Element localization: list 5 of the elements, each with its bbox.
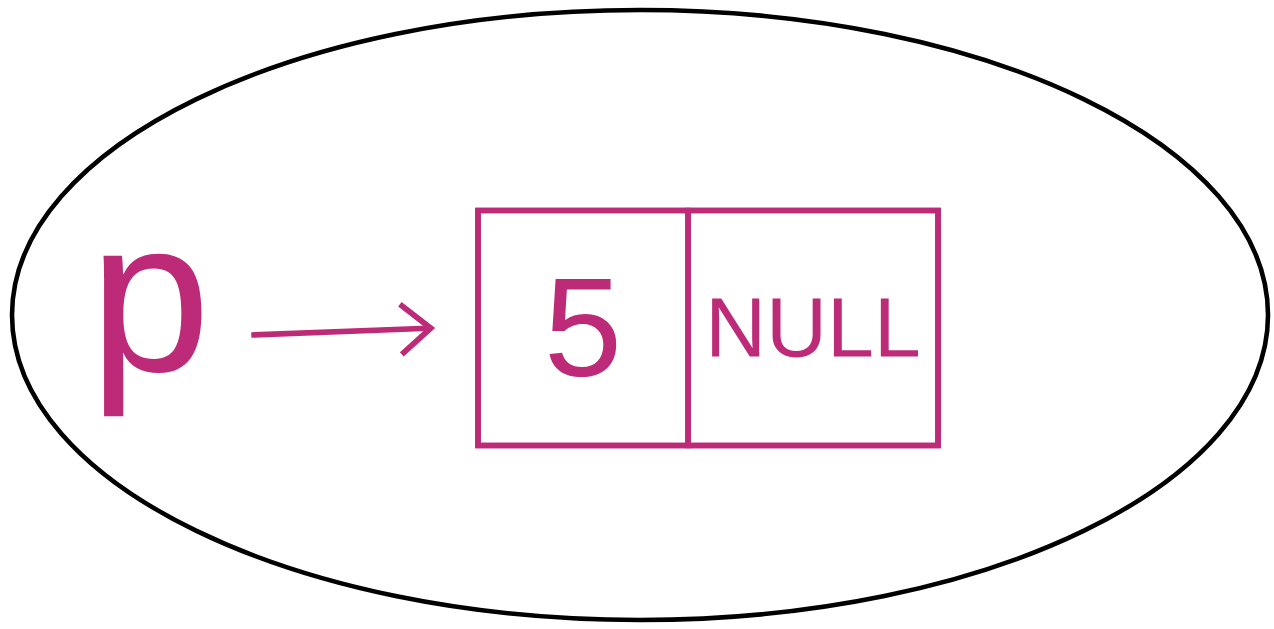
data-cell: 5 (475, 207, 691, 449)
pointer-cell: NULL (685, 207, 941, 449)
ellipse-outline (9, 7, 1271, 623)
arrow (251, 302, 436, 357)
pointer-label: p (103, 253, 202, 417)
